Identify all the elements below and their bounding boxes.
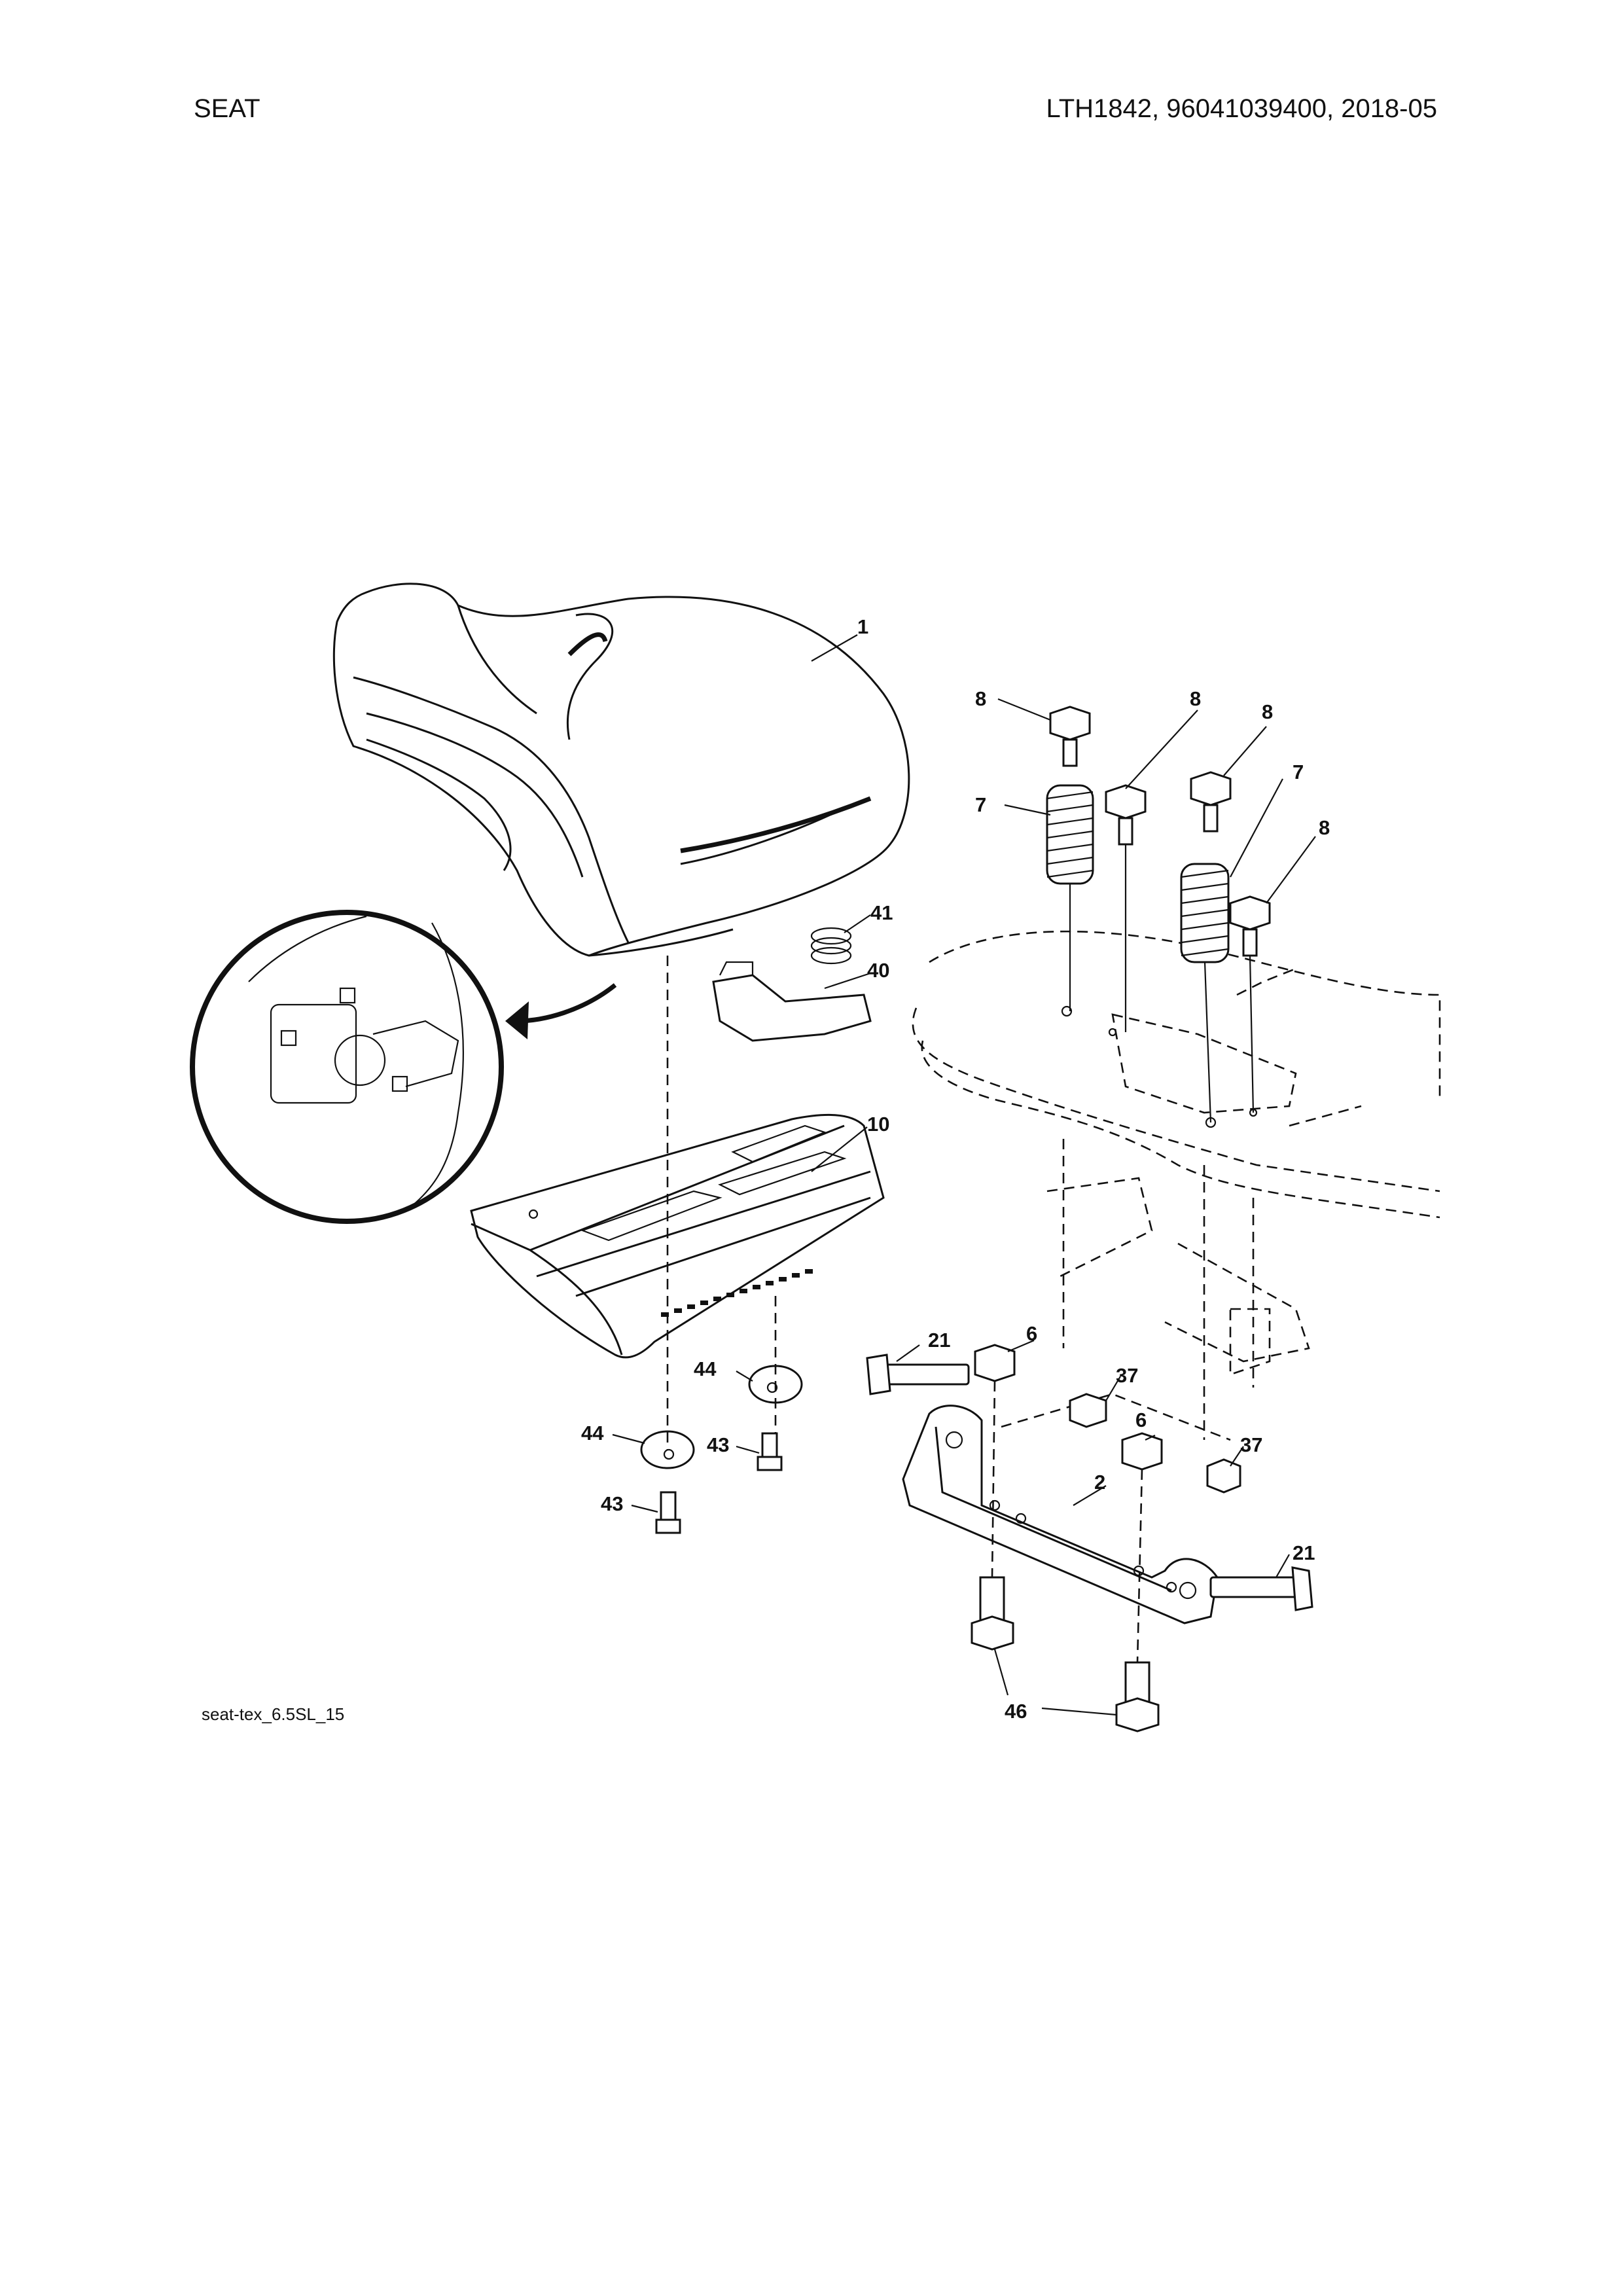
callout-labels: 1 8 7 8 8 7 8 41 40 10 21 6 37 44 6 37 4… — [581, 615, 1330, 1723]
callout-46: 46 — [1005, 1700, 1027, 1723]
drawing-code: seat-tex_6.5SL_15 — [202, 1704, 344, 1724]
callout-8: 8 — [975, 687, 986, 710]
callout-8: 8 — [1262, 700, 1273, 723]
callout-2: 2 — [1094, 1471, 1105, 1494]
page-section-title: SEAT — [194, 94, 260, 123]
callout-40: 40 — [867, 959, 889, 982]
callout-21: 21 — [1293, 1541, 1315, 1564]
callout-7: 7 — [1293, 761, 1304, 783]
leader-lines — [612, 634, 1316, 1716]
callout-44: 44 — [581, 1422, 604, 1444]
seat-drawing — [332, 583, 910, 957]
model-info: LTH1842, 96041039400, 2018-05 — [1046, 94, 1437, 123]
seat-pan-drawing — [470, 1114, 885, 1359]
adjust-holes — [661, 1269, 813, 1317]
callout-44: 44 — [694, 1357, 717, 1380]
seat-bracket — [866, 1139, 1313, 1732]
callout-43: 43 — [601, 1492, 623, 1515]
callout-41: 41 — [870, 901, 893, 924]
callout-10: 10 — [867, 1113, 889, 1136]
callout-8: 8 — [1319, 816, 1330, 839]
callout-7: 7 — [975, 793, 986, 816]
chassis-frame — [912, 930, 1441, 1376]
seat-springs — [1046, 706, 1271, 1123]
callout-8: 8 — [1190, 687, 1201, 710]
seat-switch-parts — [712, 927, 872, 1042]
callout-1: 1 — [857, 615, 868, 638]
callout-6: 6 — [1135, 1408, 1147, 1431]
callout-6: 6 — [1026, 1322, 1037, 1345]
callout-37: 37 — [1116, 1364, 1138, 1387]
callout-43: 43 — [707, 1433, 729, 1456]
callout-21: 21 — [928, 1329, 950, 1352]
detail-inset — [190, 910, 617, 1224]
callout-37: 37 — [1240, 1433, 1262, 1456]
